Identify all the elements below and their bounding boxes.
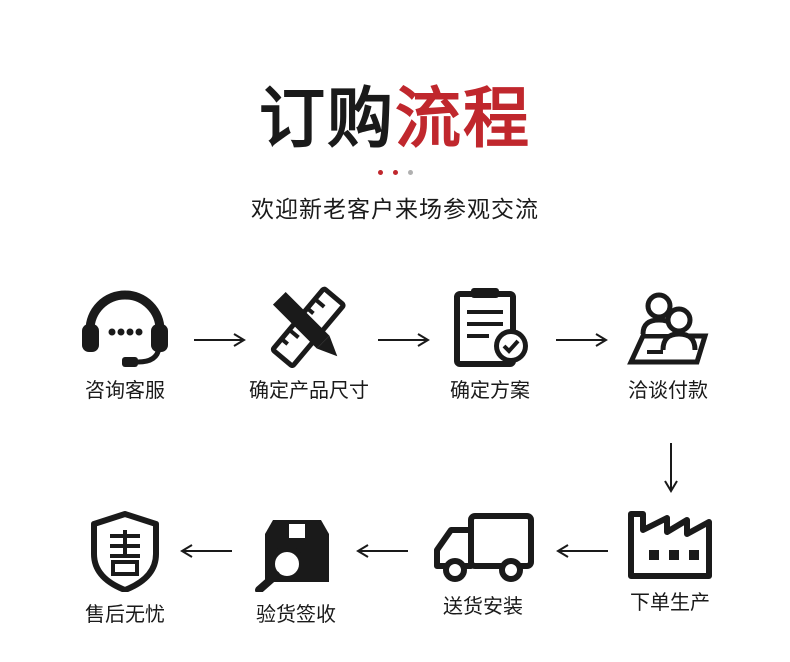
meeting-people-icon (627, 292, 709, 365)
arrow-down-icon (664, 443, 678, 493)
step-label: 送货安装 (443, 594, 523, 618)
delivery-truck-icon (434, 513, 534, 582)
subtitle: 欢迎新老客户来场参观交流 (251, 197, 539, 223)
step-order-production: 下单生产 (595, 510, 745, 616)
step-consult: 咨询客服 (50, 286, 200, 404)
dot-3 (407, 170, 413, 175)
arrow-left-icon (356, 544, 408, 558)
step-label: 下单生产 (630, 590, 710, 614)
step-label: 确定产品尺寸 (249, 378, 369, 402)
factory-icon (628, 511, 712, 579)
step-after-sales: 售后无忧 (50, 510, 200, 628)
title-part-1: 订购 (259, 80, 395, 157)
step-confirm-size: 确定产品尺寸 (234, 286, 384, 404)
step-delivery-install: 送货安装 (408, 510, 558, 620)
step-label: 咨询客服 (85, 378, 165, 402)
arrow-left-icon (180, 544, 232, 558)
arrow-right-icon (194, 333, 246, 347)
dot-2 (392, 170, 398, 175)
arrow-right-icon (378, 333, 430, 347)
pencil-ruler-icon (270, 286, 346, 368)
step-confirm-plan: 确定方案 (415, 286, 565, 404)
after-sales-shield-icon (91, 511, 159, 592)
step-negotiate-payment: 洽谈付款 (593, 286, 743, 404)
step-label: 验货签收 (256, 602, 336, 626)
package-inspect-icon (255, 520, 329, 592)
headset-icon (82, 290, 168, 367)
step-label: 洽谈付款 (628, 378, 708, 402)
step-inspect-sign: 验货签收 (221, 510, 371, 628)
arrow-right-icon (556, 333, 608, 347)
clipboard-check-icon (454, 288, 528, 367)
step-label: 售后无忧 (85, 602, 165, 626)
title-part-2: 流程 (395, 80, 531, 157)
step-label: 确定方案 (450, 378, 530, 402)
page-title: 订购流程 (0, 76, 790, 162)
decorative-dots (0, 170, 790, 175)
arrow-left-icon (556, 544, 608, 558)
dot-1 (377, 170, 383, 175)
